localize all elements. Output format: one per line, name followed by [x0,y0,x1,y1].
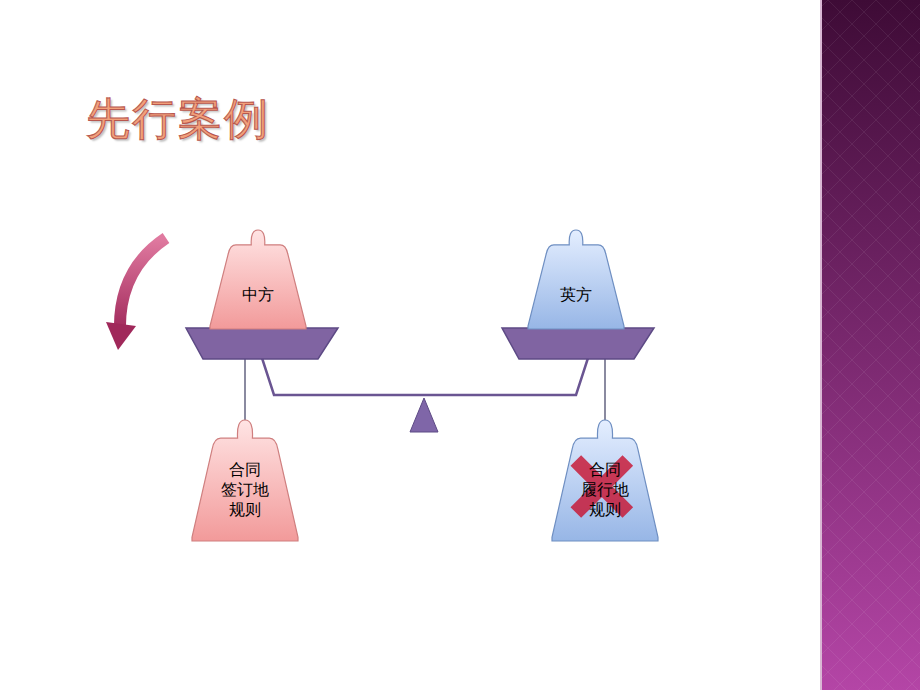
left-pan [186,328,338,359]
side-band-edge [820,0,822,690]
weight-node: 中方 [210,230,306,329]
weight-node: 合同 履行地 规则 [552,420,658,541]
weight-outline [192,420,298,541]
side-band-texture [822,0,920,690]
weight-outline [528,230,624,329]
rotation-arrowhead [106,322,136,350]
slide-title: 先行案例 [86,90,270,149]
weight-node: 英方 [528,230,624,329]
rotation-arrow [120,238,166,332]
right-pan [502,328,654,359]
weight-shape [528,230,624,329]
fulcrum [410,398,438,432]
scale-beam [262,358,588,395]
weight-label: 中方 [232,285,285,305]
weight-label: 合同 履行地 规则 [579,460,632,520]
weight-label: 合同 签订地 规则 [219,460,272,520]
weight-label: 英方 [550,285,603,305]
weight-outline [210,230,306,329]
weight-outline [552,420,658,541]
side-band [822,0,920,690]
weight-shape [210,230,306,329]
weight-node: 合同 签订地 规则 [192,420,298,541]
